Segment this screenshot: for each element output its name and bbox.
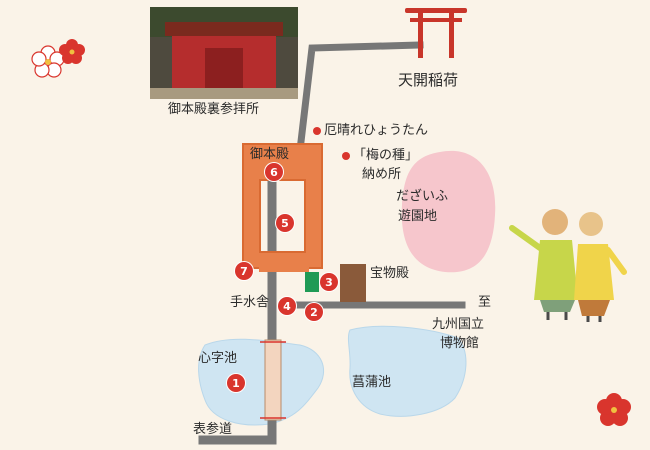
houmotsuden-building bbox=[340, 264, 366, 302]
shoubuike-pond bbox=[347, 325, 467, 417]
label-tenkai-inari: 天開稲荷 bbox=[398, 71, 459, 89]
label-shinjiike: 心字池 bbox=[198, 351, 238, 366]
label-dazaifu-yuenchi-line2: 遊園地 bbox=[398, 209, 438, 224]
shrine-photo bbox=[150, 7, 298, 99]
label-museum-line1: 九州国立 bbox=[432, 317, 485, 332]
tourists-illustration bbox=[509, 209, 627, 322]
bridge bbox=[264, 339, 282, 421]
gohonden-compound bbox=[242, 143, 323, 269]
temizuya-building bbox=[305, 272, 319, 292]
label-yakubare-hyoutan: 厄晴れひょうたん bbox=[313, 123, 428, 138]
torii-icon bbox=[405, 8, 467, 58]
label-omotesando: 表参道 bbox=[193, 422, 233, 437]
label-gohonden: 御本殿 bbox=[250, 147, 290, 162]
label-goura-sanpaisho: 御本殿裏参拝所 bbox=[168, 102, 260, 117]
label-dazaifu-yuenchi-line1: だざいふ bbox=[396, 189, 449, 204]
marker-5[interactable]: 5 bbox=[276, 214, 294, 232]
amusement-park-area bbox=[401, 150, 496, 273]
label-museum-to: 至 bbox=[478, 295, 492, 310]
label-temizuya: 手水舎 bbox=[230, 295, 270, 310]
label-ume-no-tane: 「梅の種」 bbox=[342, 148, 418, 163]
marker-4[interactable]: 4 bbox=[278, 297, 296, 315]
gohonden-front bbox=[259, 258, 309, 272]
plum-blossom-icon bbox=[31, 39, 631, 426]
marker-2[interactable]: 2 bbox=[305, 303, 323, 321]
marker-7[interactable]: 7 bbox=[235, 262, 253, 280]
label-ume-no-tane-line2: 納め所 bbox=[362, 167, 402, 182]
marker-3[interactable]: 3 bbox=[320, 273, 338, 291]
marker-6[interactable]: 6 bbox=[265, 163, 283, 181]
label-houmotsuden: 宝物殿 bbox=[370, 266, 410, 281]
marker-1[interactable]: 1 bbox=[227, 374, 245, 392]
bridge-rails bbox=[260, 341, 286, 419]
label-museum-line2: 博物館 bbox=[440, 336, 480, 351]
label-shoubuike: 菖蒲池 bbox=[352, 375, 392, 390]
